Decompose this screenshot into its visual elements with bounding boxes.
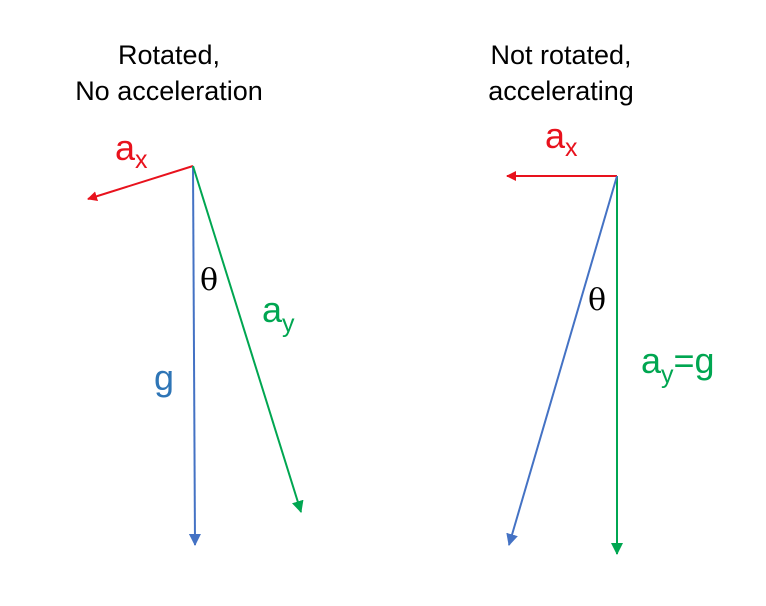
left-g-label: g [154,357,174,398]
left-title-line1: Rotated, [118,40,220,70]
right-title-line1: Not rotated, [490,40,631,70]
right-theta-label: θ [588,283,606,318]
left-panel: Rotated, No acceleration ax θ ay g [75,40,304,546]
left-ax-label: ax [115,127,148,174]
right-ax-label: ax [545,115,578,162]
left-title-line2: No acceleration [75,76,263,106]
left-ax-arrow [87,165,194,202]
right-resultant-arrow [506,175,618,546]
left-ay-arrow [192,165,304,513]
right-panel: Not rotated, accelerating ax θ ay=g [488,40,715,555]
left-g-arrow [188,165,201,546]
right-ay-label: ay=g [641,340,715,389]
right-title-line2: accelerating [488,76,634,106]
left-ay-label: ay [262,289,295,338]
left-theta-label: θ [200,263,218,298]
